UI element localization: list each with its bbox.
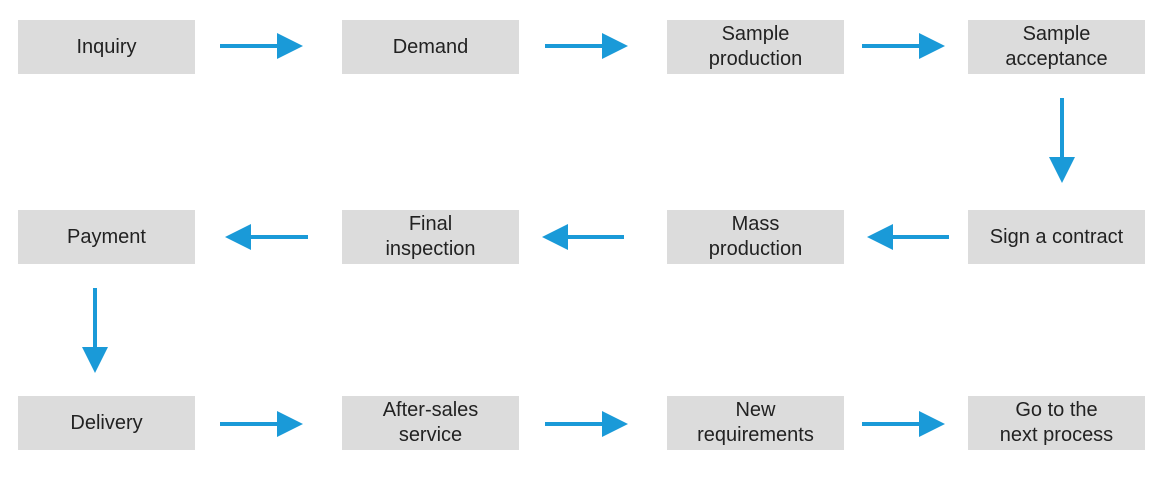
step-sample-acceptance: Sample acceptance bbox=[968, 20, 1145, 74]
step-final-inspection: Final inspection bbox=[342, 210, 519, 264]
step-next-process: Go to the next process bbox=[968, 396, 1145, 450]
step-after-sales-service: After-sales service bbox=[342, 396, 519, 450]
step-sample-production: Sample production bbox=[667, 20, 844, 74]
step-demand: Demand bbox=[342, 20, 519, 74]
step-new-requirements: New requirements bbox=[667, 396, 844, 450]
step-mass-production: Mass production bbox=[667, 210, 844, 264]
step-sign-contract: Sign a contract bbox=[968, 210, 1145, 264]
step-payment: Payment bbox=[18, 210, 195, 264]
step-delivery: Delivery bbox=[18, 396, 195, 450]
step-inquiry: Inquiry bbox=[18, 20, 195, 74]
